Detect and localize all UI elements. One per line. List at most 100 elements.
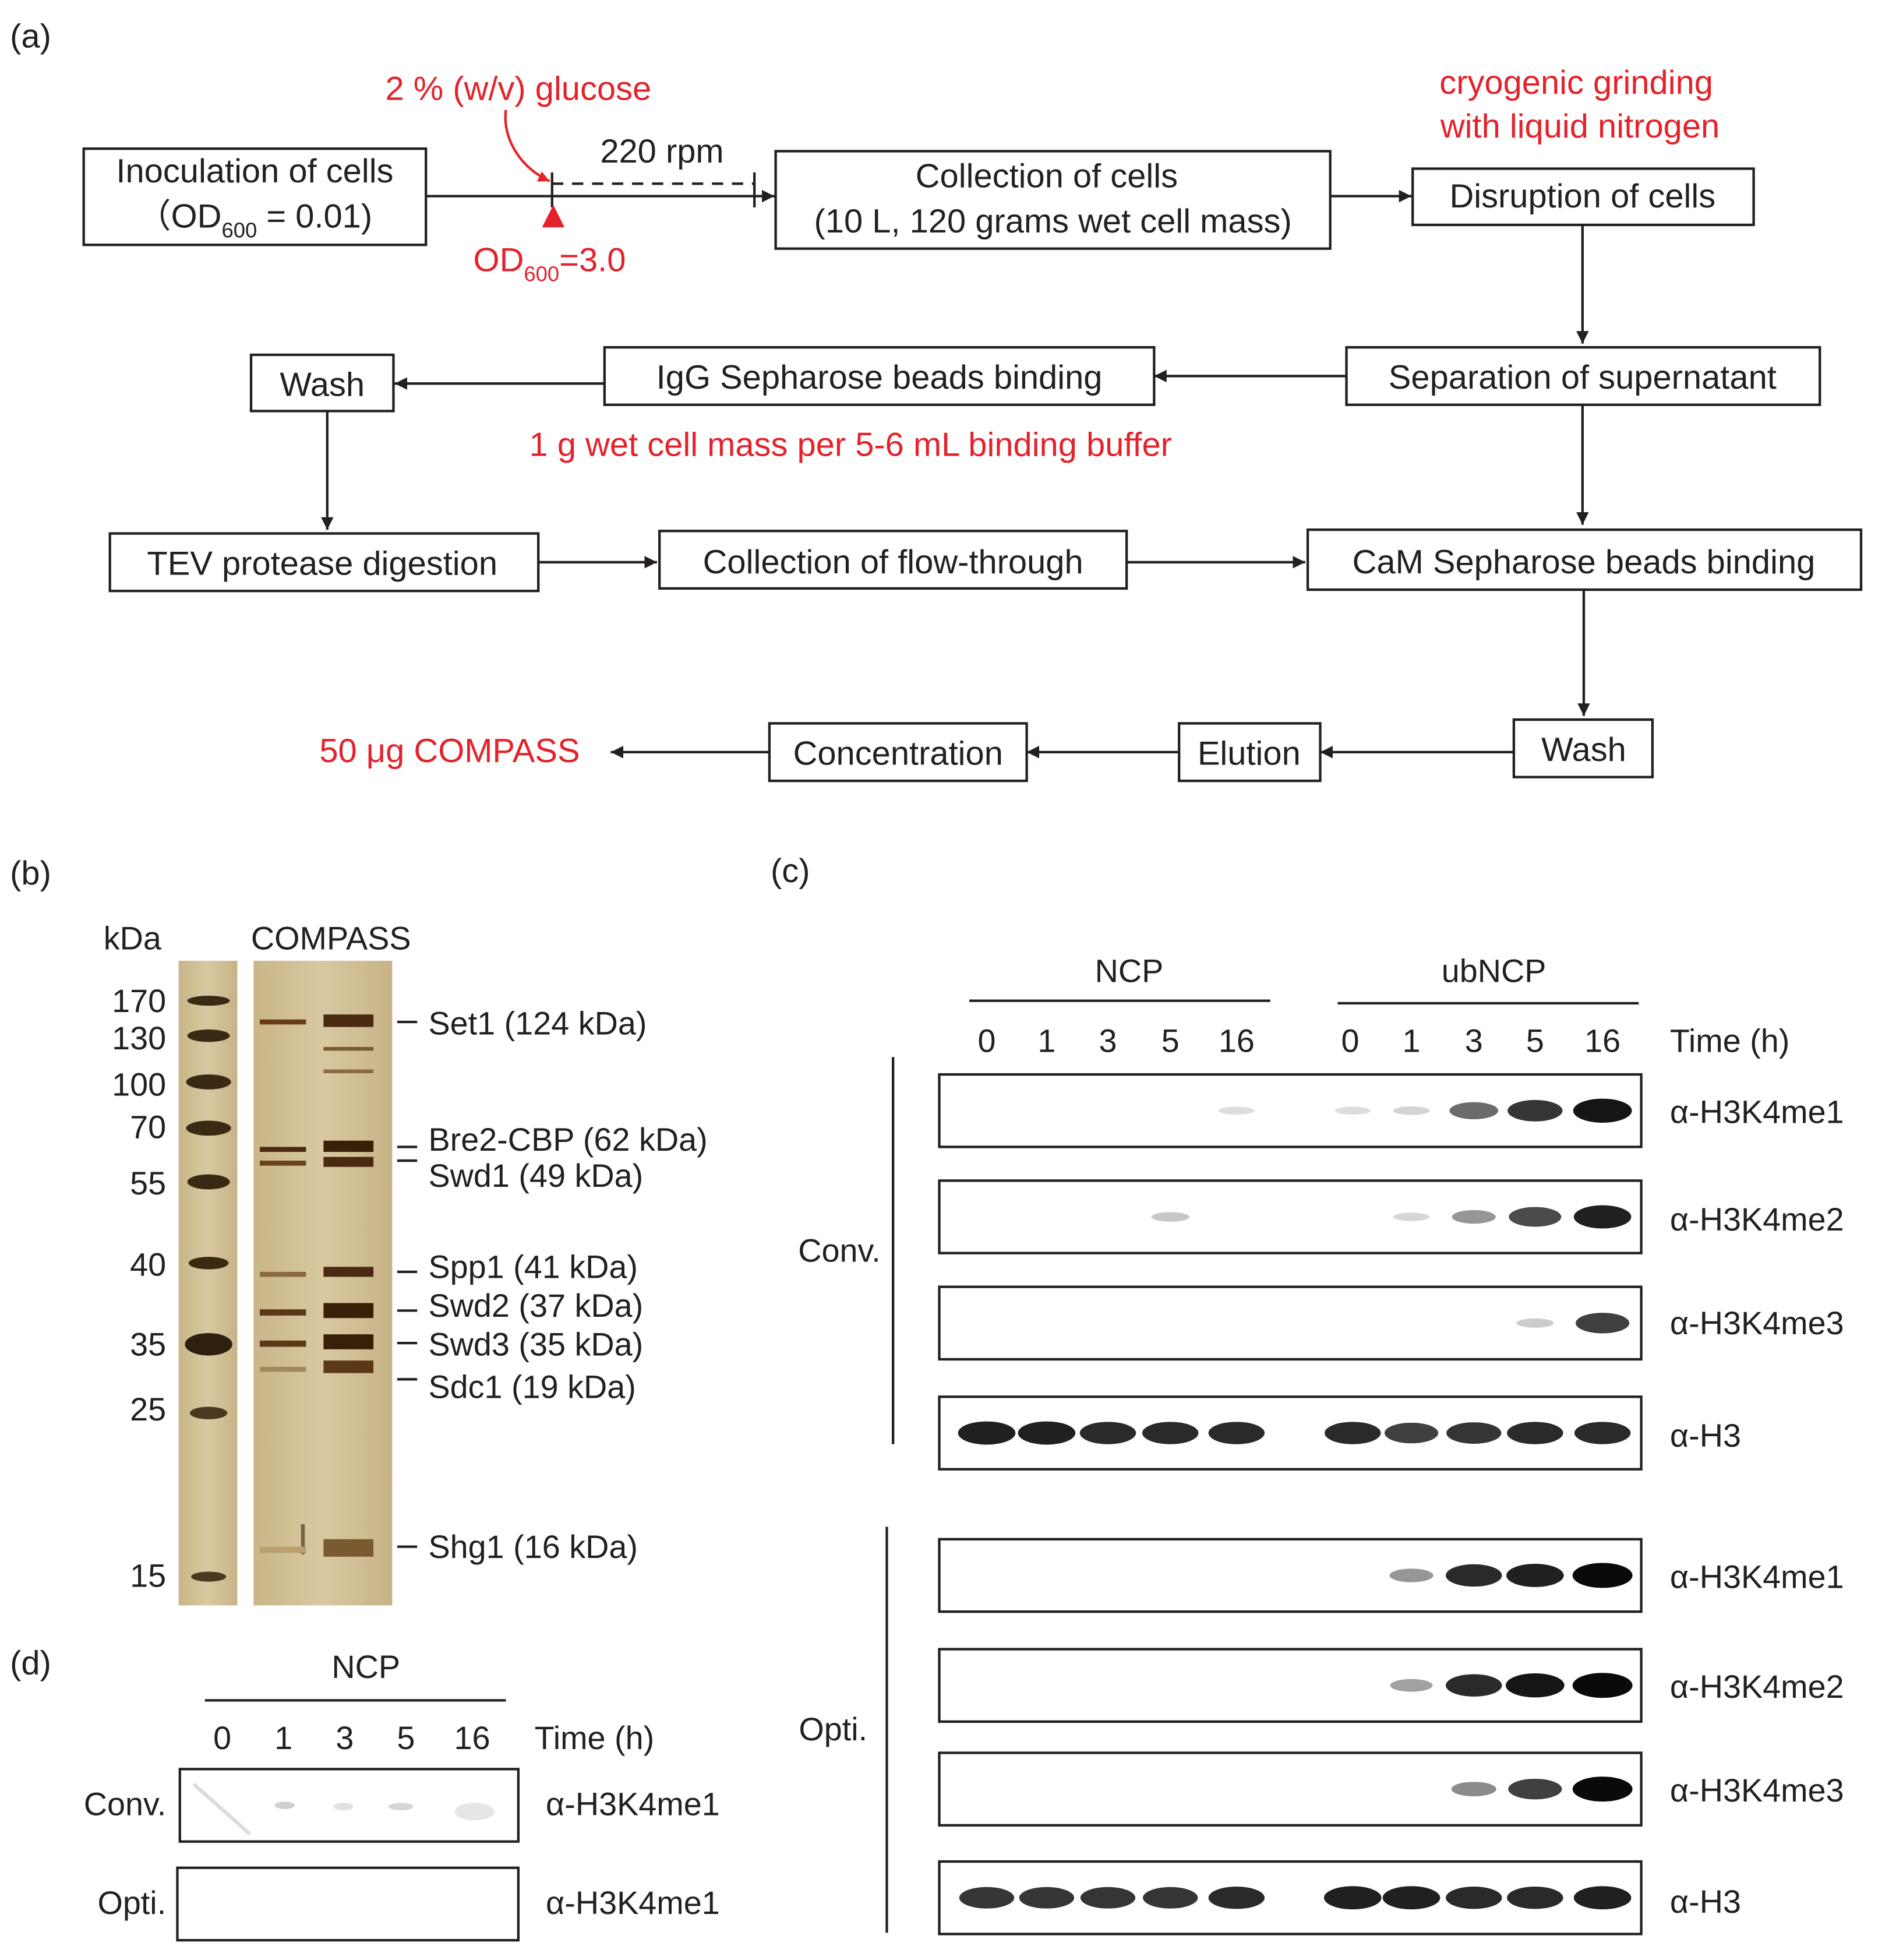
gel-band [260,1271,306,1277]
separation-label: Separation of supernatant [1389,359,1777,396]
gel-band [323,1360,374,1373]
timepoint-label: 0 [1341,1023,1359,1059]
blot-band [1325,1422,1381,1444]
antibody-label: α-H3K4me3 [1670,1305,1844,1341]
antibody-label: α-H3K4me2 [1670,1201,1844,1238]
marker-band [187,1174,230,1190]
marker-band [188,1257,229,1270]
blot-band [1509,1207,1562,1227]
flowthrough-label: Collection of flow-through [703,544,1083,581]
blot-band [1079,1422,1136,1444]
marker-label: 25 [130,1391,166,1427]
blot-band [1572,1673,1633,1698]
marker-label: 100 [112,1067,166,1103]
gel-band [323,1140,374,1152]
blot-band [1508,1778,1562,1800]
timepoint-label: 3 [1099,1023,1117,1059]
marker-band [187,1029,230,1042]
antibody-label: α-H3K4me1 [1670,1559,1844,1595]
marker-label: 55 [130,1165,166,1201]
timepoint-label: 3 [336,1720,354,1756]
marker-band [186,1074,231,1090]
blot-smear [192,1782,252,1836]
kda-label: kDa [104,921,161,957]
gel-band [260,1309,306,1316]
blot-band [1219,1106,1255,1115]
blot-band [454,1803,495,1821]
marker-band [185,1332,232,1356]
blot-band [1507,1887,1563,1909]
gel-marker-lane [178,960,238,1606]
antibody-label: α-H3 [1670,1884,1741,1920]
marker-labels: 170 130 100 70 55 40 35 25 15 [112,983,166,1594]
blot-band [1393,1106,1430,1115]
panel-label-a: (a) [10,17,51,55]
disruption-box [1411,167,1755,227]
wash2-box [1512,718,1654,778]
blot-band [1323,1886,1382,1910]
blot-band [1573,1098,1632,1123]
final-product-label: 50 μg COMPASS [319,732,580,770]
timepoint-label: 1 [274,1720,292,1756]
separation-box [1345,346,1821,406]
blot-band [1019,1887,1075,1909]
glucose-arrow [504,110,550,182]
compass-lane-title: COMPASS [251,921,411,957]
collection-box [774,150,1332,250]
blot-opti-me1 [938,1538,1643,1613]
marker-band [191,1571,227,1582]
blot-d-conv-bands [192,1782,495,1836]
marker-label: 15 [130,1557,166,1594]
blot-band [333,1803,354,1811]
blot-band [1208,1422,1265,1444]
timepoint-label: 1 [1037,1023,1055,1059]
gel-band [323,1267,374,1277]
blot-band [1151,1212,1189,1222]
gel-band [260,1161,306,1166]
elution-label: Elution [1198,735,1301,772]
blot-band [1516,1318,1554,1328]
gel-band [323,1014,374,1027]
blot-band [1446,1674,1502,1697]
blot-band [1572,1563,1633,1588]
time-axis-label-d: Time (h) [535,1720,654,1756]
collection-line2: (10 L, 120 grams wet cell mass) [814,203,1292,240]
blot-band [1574,1422,1631,1444]
blot-band [1382,1886,1440,1910]
marker-label: 70 [130,1109,166,1145]
band-label: Shg1 (16 kDa) [428,1529,637,1565]
cryo-note-line2: with liquid nitrogen [1440,108,1720,145]
band-labels: Set1 (124 kDa) Bre2-CBP (62 kDa) Swd1 (4… [397,1005,708,1565]
inoculation-line2: （OD600 = 0.01) [137,198,372,242]
binding-buffer-note: 1 g wet cell mass per 5-6 mL binding buf… [529,426,1172,464]
timepoint-label: 5 [1526,1023,1544,1059]
blot-band [959,1887,1015,1909]
blot-band [1018,1421,1076,1445]
row-conv-label-d: Conv. [84,1786,166,1822]
blot-band [1143,1887,1198,1909]
wash1-box [249,353,395,413]
gel-compass-lanes [253,960,393,1606]
od-note: OD600=3.0 [474,241,626,285]
antibody-label-d-conv: α-H3K4me1 [546,1786,720,1822]
blot-band [1507,1099,1563,1122]
blot-band [1390,1679,1433,1692]
concentration-box [768,722,1028,782]
time-axis-label-c: Time (h) [1670,1023,1789,1059]
gel-band [323,1157,374,1167]
band-label: Swd2 (37 kDa) [428,1288,643,1324]
group-ncp-label: NCP [1095,953,1164,989]
band-label: Bre2-CBP (62 kDa) [428,1122,707,1158]
gel-band [323,1334,374,1349]
timepoint-label: 16 [1584,1023,1620,1059]
timepoint-label: 5 [1161,1023,1180,1059]
marker-label: 40 [130,1246,166,1282]
blot-band [1208,1887,1265,1909]
panel-label-d: (d) [10,1644,51,1681]
gel-band [301,1524,305,1554]
band-label: Sdc1 (19 kDa) [428,1369,635,1405]
blot-band [1452,1210,1496,1224]
blot-band [1573,1205,1632,1229]
rpm-note: 220 rpm [600,133,723,170]
